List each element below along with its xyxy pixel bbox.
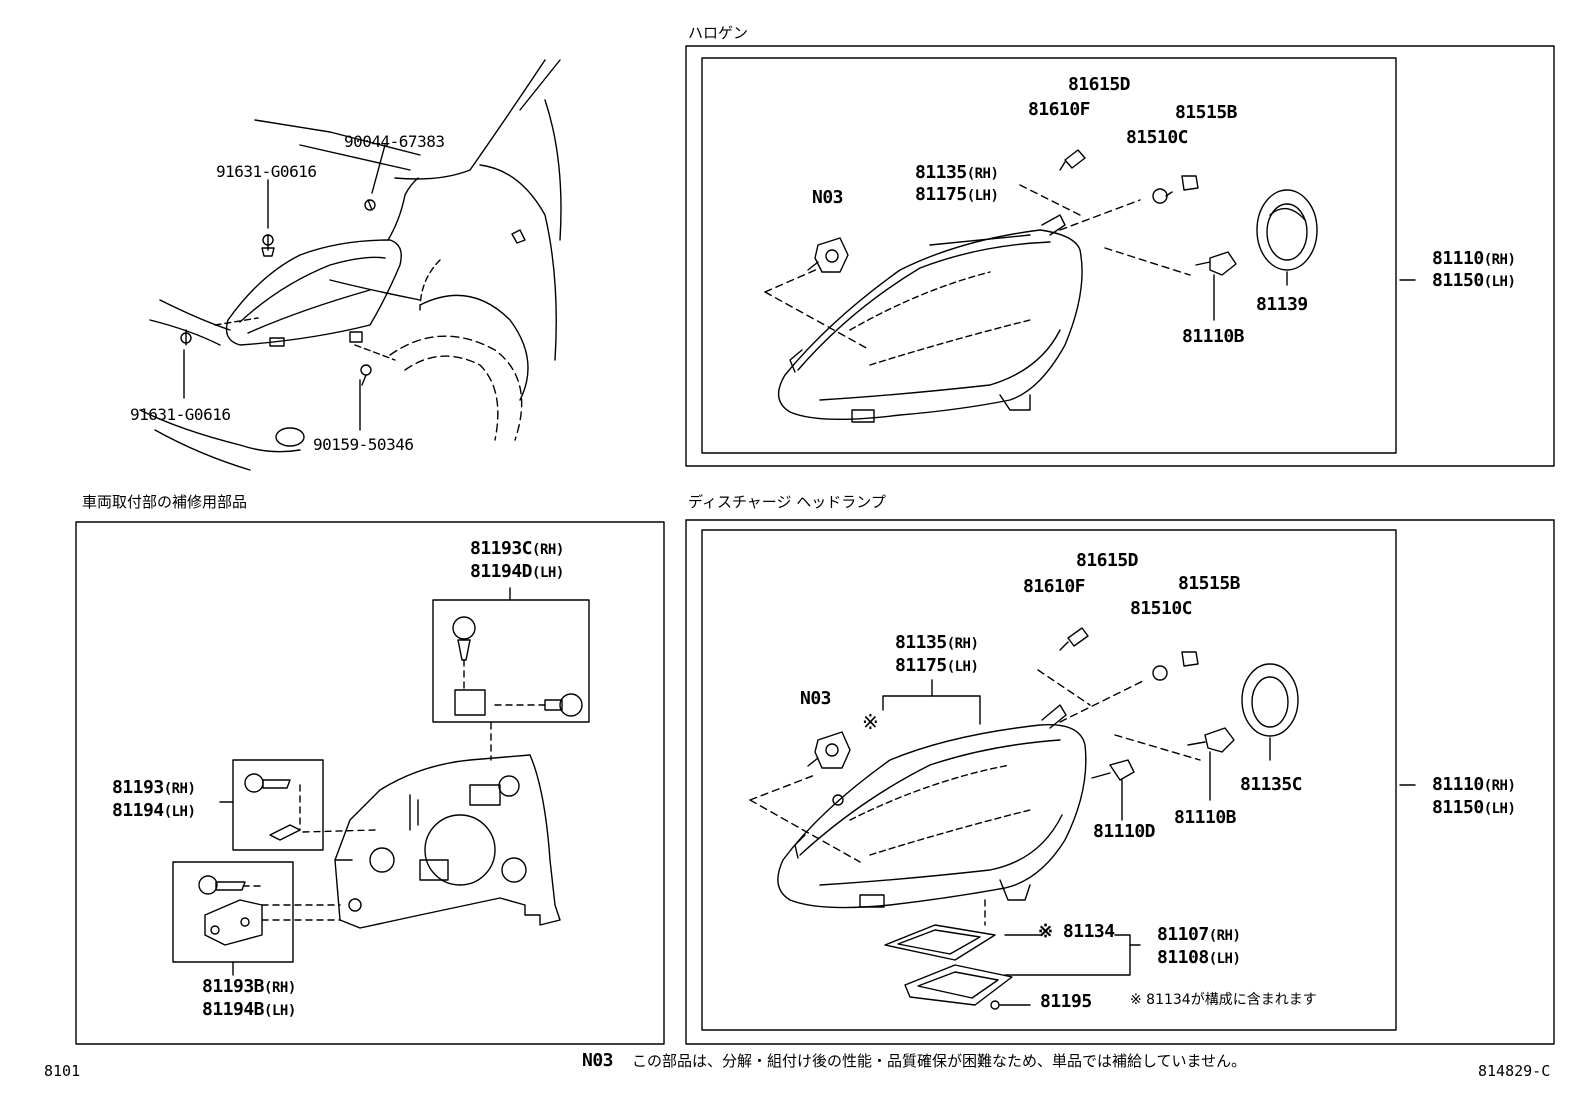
discharge-part-81135: 81135(RH)	[895, 632, 979, 653]
part-number-screw[interactable]: 90159-50346	[313, 435, 414, 454]
repair-part-81194[interactable]: 81194	[112, 800, 164, 821]
discharge-part-81108[interactable]: 81108	[1157, 947, 1209, 968]
lh-suffix: (LH)	[1208, 951, 1241, 967]
halogen-part-81175-number[interactable]: 81175	[915, 184, 967, 205]
rh-suffix: (RH)	[1483, 252, 1516, 268]
repair-part-top-lh: 81194D(LH)	[470, 563, 564, 581]
halogen-headlamp-drawing	[764, 149, 1416, 423]
discharge-part-81134[interactable]: ※ 81134	[1038, 921, 1115, 942]
part-number-clip-bottom[interactable]: 91631-G0616	[130, 405, 231, 424]
halogen-part-81135-number[interactable]: 81135	[915, 162, 967, 183]
halogen-part-81515b[interactable]: 81515B	[1175, 102, 1238, 123]
lh-suffix: (LH)	[532, 565, 564, 581]
footer-n03-label: N03	[582, 1050, 614, 1071]
rh-suffix: (RH)	[946, 636, 979, 652]
repair-part-mid-lh: 81194(LH)	[112, 800, 196, 821]
discharge-assy-lh: 81150(LH)	[1432, 797, 1516, 818]
repair-part-81193b[interactable]: 81193B	[202, 976, 265, 997]
lh-suffix: (LH)	[163, 804, 196, 820]
repair-part-81194b[interactable]: 81194B	[202, 999, 265, 1020]
discharge-part-81107[interactable]: 81107	[1157, 924, 1209, 945]
discharge-frame	[685, 519, 1555, 1045]
discharge-part-81195[interactable]: 81195	[1040, 991, 1092, 1012]
repair-part-81193c[interactable]: 81193C	[470, 538, 533, 559]
discharge-ballast-lh: 81108(LH)	[1157, 947, 1241, 968]
discharge-ballast-rh: 81107(RH)	[1157, 924, 1241, 945]
halogen-frame	[685, 45, 1555, 467]
rh-suffix: (RH)	[1208, 928, 1241, 944]
lh-suffix: (LH)	[264, 1003, 296, 1019]
discharge-part-81510c[interactable]: 81510C	[1130, 598, 1193, 619]
rh-suffix: (RH)	[1483, 778, 1516, 794]
section-title-discharge: ディスチャージ ヘッドランプ	[688, 493, 886, 511]
rh-suffix: (RH)	[264, 980, 296, 996]
part-number-bolt[interactable]: 90044-67383	[344, 132, 445, 151]
footer-n03-note: この部品は、分解・組付け後の性能・品質確保が困難なため、単品では補給していません…	[632, 1052, 1247, 1070]
section-title-halogen: ハロゲン	[688, 24, 749, 42]
halogen-assy-81110[interactable]: 81110	[1432, 248, 1484, 269]
repair-part-81194d[interactable]: 81194D	[470, 561, 533, 582]
discharge-assy-81150[interactable]: 81150	[1432, 797, 1484, 818]
repair-part-top-rh: 81193C(RH)	[470, 540, 564, 558]
repair-part-mid-rh: 81193(RH)	[112, 777, 196, 798]
halogen-n03-label[interactable]: N03	[812, 187, 844, 208]
halogen-part-81135: 81135(RH)	[915, 162, 999, 183]
lh-suffix: (LH)	[1483, 274, 1516, 290]
lh-suffix: (LH)	[946, 659, 979, 675]
part-number-clip-top[interactable]: 91631-G0616	[216, 162, 317, 181]
discharge-assy-81110[interactable]: 81110	[1432, 774, 1484, 795]
discharge-part-81515b[interactable]: 81515B	[1178, 573, 1241, 594]
discharge-part-81175: 81175(LH)	[895, 655, 979, 676]
discharge-headlamp-drawing	[749, 627, 1416, 1010]
discharge-part-81110d[interactable]: 81110D	[1093, 821, 1156, 842]
discharge-part-81135-number[interactable]: 81135	[895, 632, 947, 653]
repair-parts-drawing	[172, 587, 590, 976]
repair-part-bot-rh: 81193B(RH)	[202, 978, 296, 996]
halogen-part-81139[interactable]: 81139	[1256, 294, 1308, 315]
repair-part-bot-lh: 81194B(LH)	[202, 1001, 296, 1019]
rh-suffix: (RH)	[532, 542, 564, 558]
halogen-assy-lh: 81150(LH)	[1432, 270, 1516, 291]
halogen-part-81175: 81175(LH)	[915, 184, 999, 205]
repair-part-81193[interactable]: 81193	[112, 777, 164, 798]
discharge-part-81610f[interactable]: 81610F	[1023, 576, 1086, 597]
discharge-included-note: ※ 81134が構成に含まれます	[1130, 992, 1317, 1008]
discharge-asterisk-mark: ※	[862, 710, 879, 734]
discharge-part-81615d[interactable]: 81615D	[1076, 550, 1139, 571]
repair-frame	[75, 521, 665, 1045]
discharge-part-81175-number[interactable]: 81175	[895, 655, 947, 676]
halogen-part-81615d[interactable]: 81615D	[1068, 74, 1131, 95]
discharge-part-81110b[interactable]: 81110B	[1174, 807, 1237, 828]
page-code: 8101	[44, 1062, 81, 1080]
rh-suffix: (RH)	[163, 781, 196, 797]
halogen-part-81610f[interactable]: 81610F	[1028, 99, 1091, 120]
discharge-part-81135c[interactable]: 81135C	[1240, 774, 1303, 795]
rh-suffix: (RH)	[966, 166, 999, 182]
lh-suffix: (LH)	[966, 188, 999, 204]
halogen-assy-rh: 81110(RH)	[1432, 248, 1516, 269]
halogen-assy-81150[interactable]: 81150	[1432, 270, 1484, 291]
halogen-part-81510c[interactable]: 81510C	[1126, 127, 1189, 148]
discharge-n03-label[interactable]: N03	[800, 688, 832, 709]
figure-code: 814829-C	[1478, 1062, 1551, 1080]
section-title-repair-parts: 車両取付部の補修用部品	[82, 493, 248, 511]
lh-suffix: (LH)	[1483, 801, 1516, 817]
vehicle-overview-sketch	[139, 59, 562, 471]
discharge-assy-rh: 81110(RH)	[1432, 774, 1516, 795]
halogen-part-81110b[interactable]: 81110B	[1182, 326, 1245, 347]
